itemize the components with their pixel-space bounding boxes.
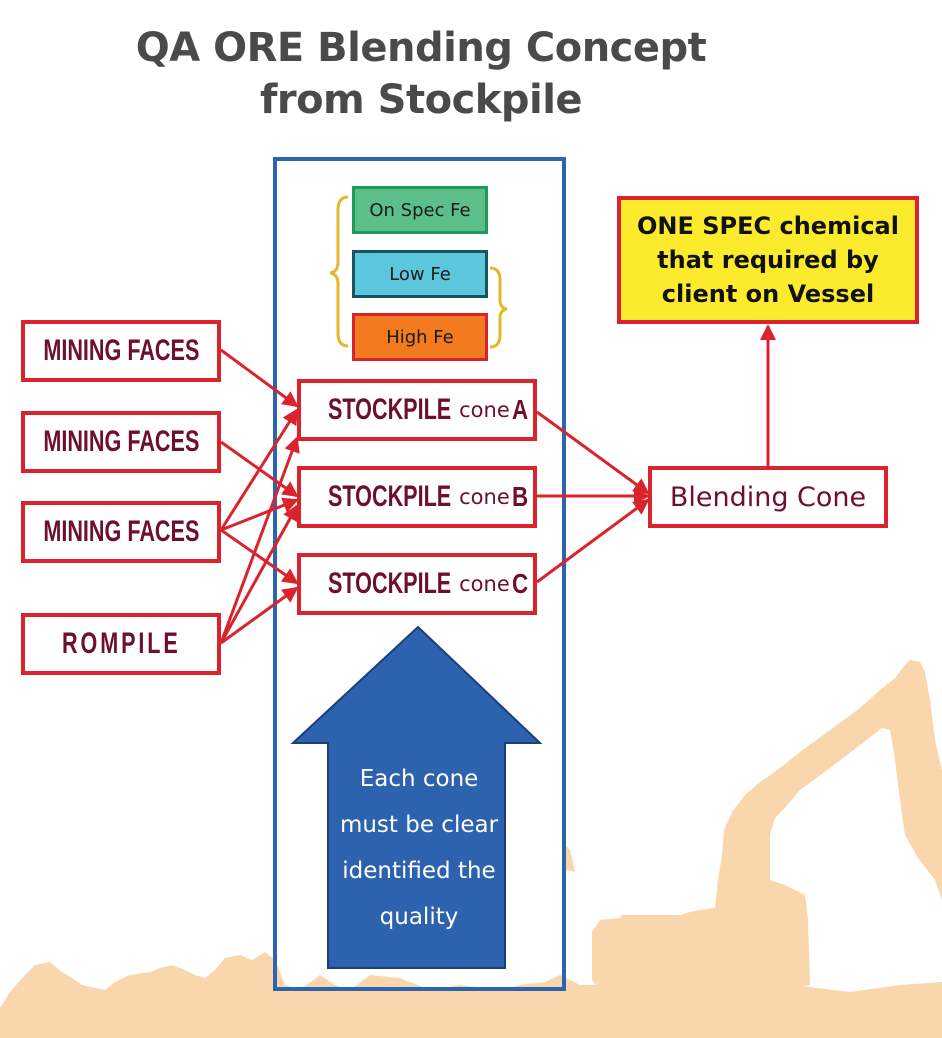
source-mining-faces-3-label: MINING FACES [42, 515, 200, 548]
stockpile-cone-c: STOCKPILE cone C [297, 553, 537, 615]
arrow-mf1-to-a [220, 348, 299, 408]
silhouette-shapes [0, 660, 942, 1038]
quality-note-text: Each cone must be clear identified the q… [314, 756, 524, 940]
stockpile-cone-b-letter: B [511, 481, 528, 512]
stockpile-cone-b-cone: cone [459, 485, 510, 509]
quality-note-line-3: identified the [342, 858, 496, 884]
source-mining-faces-2: MINING FACES [21, 411, 221, 473]
legend-low-fe: Low Fe [352, 250, 488, 298]
blending-cone-label: Blending Cone [669, 481, 867, 513]
stockpile-area-frame [273, 157, 566, 991]
blending-cone-box: Blending Cone [648, 466, 888, 528]
stockpile-cone-a-cone: cone [459, 398, 510, 422]
title-line-1: QA ORE Blending Concept [135, 25, 707, 71]
quality-note-line-1: Each cone [359, 766, 479, 792]
one-spec-line-3: client on Vessel [661, 280, 875, 308]
arrow-rom-to-a [219, 436, 300, 644]
arrow-rom-to-c [220, 586, 299, 645]
stockpile-cone-c-cone: cone [459, 572, 510, 596]
legend-on-spec-fe: On Spec Fe [352, 186, 488, 234]
stockpile-cone-a: STOCKPILE cone A [297, 379, 537, 441]
arrow-rom-to-b [219, 504, 299, 644]
stockpile-cone-c-letter: C [511, 568, 528, 599]
stockpile-cone-a-prefix: STOCKPILE [327, 393, 452, 426]
diagram-title: QA ORE Blending Concept from Stockpile [0, 22, 842, 126]
excavator-body-silhouette [592, 660, 942, 992]
arrow-a-to-blend [536, 410, 650, 495]
ground-silhouette [0, 952, 942, 1038]
source-rompile: ROMPILE [21, 613, 221, 675]
arrow-c-to-blend [536, 498, 650, 584]
arrow-mf3-to-c [220, 528, 299, 585]
arrow-mf3-to-a [219, 408, 299, 531]
stockpile-cone-c-prefix: STOCKPILE [327, 567, 452, 600]
left-brace-icon [329, 195, 349, 348]
excavator-stripe-silhouette [563, 842, 575, 872]
stockpile-cone-b: STOCKPILE cone B [297, 466, 537, 528]
legend-on-spec-fe-label: On Spec Fe [369, 199, 471, 221]
one-spec-box: ONE SPEC chemical that required by clien… [617, 196, 919, 324]
one-spec-line-2: that required by [657, 246, 879, 274]
quality-note-line-2: must be clear [339, 812, 499, 838]
source-mining-faces-3: MINING FACES [21, 501, 221, 563]
source-rompile-label: ROMPILE [61, 627, 181, 660]
quality-note-line-4: quality [379, 904, 459, 930]
source-mining-faces-1: MINING FACES [21, 320, 221, 382]
source-mining-faces-1-label: MINING FACES [42, 334, 200, 367]
stockpile-cone-b-prefix: STOCKPILE [327, 480, 452, 513]
up-arrow-icon [290, 625, 543, 969]
source-mining-faces-2-label: MINING FACES [42, 425, 200, 458]
legend-high-fe-label: High Fe [386, 326, 454, 348]
stockpile-cone-a-letter: A [511, 394, 528, 425]
right-brace-icon [489, 266, 508, 349]
one-spec-line-1: ONE SPEC chemical [637, 212, 899, 240]
legend-high-fe: High Fe [352, 313, 488, 361]
title-line-2: from Stockpile [259, 77, 583, 123]
legend-low-fe-label: Low Fe [389, 263, 451, 285]
